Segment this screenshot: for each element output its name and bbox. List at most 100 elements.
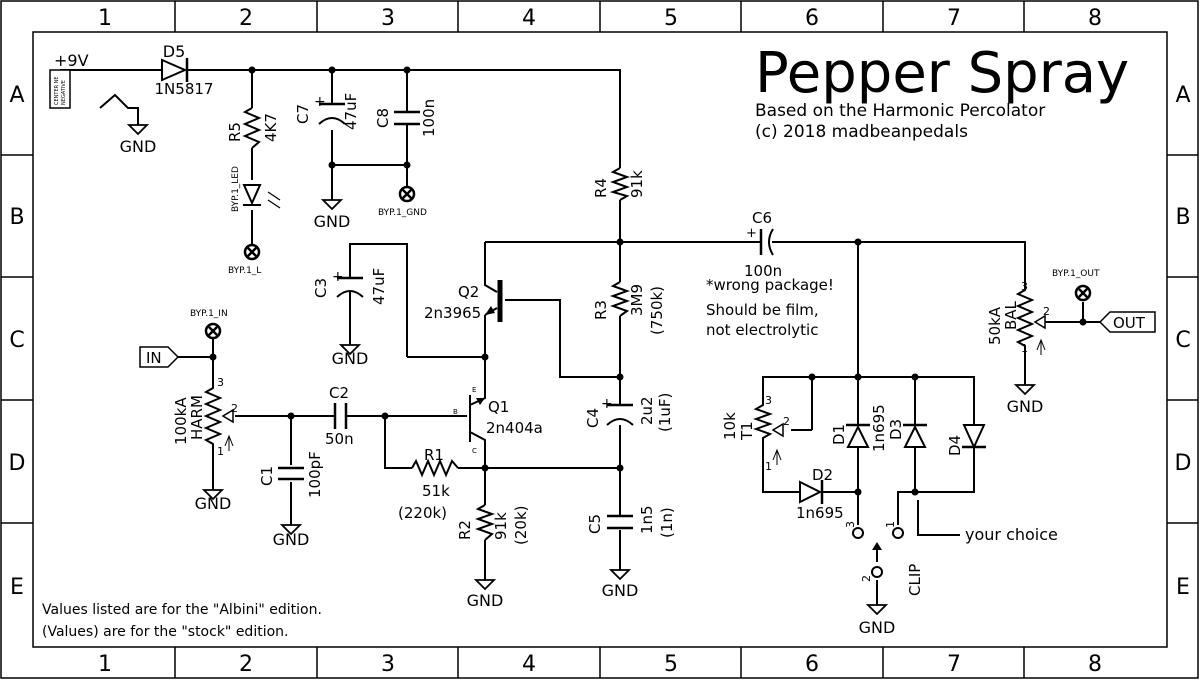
clip-pin-2: 2	[860, 575, 873, 582]
q1-pin-c: C	[472, 447, 477, 455]
c2-ref: C2	[329, 384, 349, 402]
t1-pin-2: 2	[783, 415, 790, 428]
resistor-r4	[609, 167, 630, 201]
grid-row-a: A	[9, 83, 24, 108]
resistor-r5	[242, 107, 262, 149]
diode-d3	[903, 423, 927, 448]
c8-value: 100n	[420, 99, 438, 137]
pad-in-label: BYP.1_IN	[190, 309, 228, 319]
q1-pin-e: E	[472, 386, 476, 394]
d1-value: 1n695	[870, 404, 888, 452]
bal-pin-1: 1	[1021, 342, 1028, 355]
note-film-2: not electrolytic	[706, 321, 818, 339]
trimmer-t1	[753, 400, 784, 465]
bal-ref: BAL	[1002, 300, 1020, 330]
copyright: (c) 2018 madbeanpedals	[755, 122, 968, 142]
c3-ref: C3	[312, 278, 330, 298]
t1-value: 10k	[721, 412, 739, 440]
q1-value: 2n404a	[486, 419, 543, 437]
r5-value: 4K7	[262, 113, 280, 142]
r1-ref: R1	[424, 446, 444, 464]
bal-pin-3: 3	[1021, 280, 1028, 293]
c7-ref: C7	[294, 104, 312, 124]
c4-plus: +	[601, 396, 613, 412]
led-pad-label: BYP.1_LED	[231, 166, 241, 212]
pad-out-icon	[1074, 284, 1092, 302]
r2-stock: (20k)	[512, 506, 530, 545]
grid-row-d-right: D	[1175, 451, 1192, 476]
diode-d1	[846, 423, 870, 448]
d1-ref: D1	[830, 424, 848, 445]
out-label: OUT	[1113, 314, 1146, 332]
c1-value: 100pF	[306, 451, 324, 498]
pad-in-icon	[204, 322, 222, 340]
c6-ref: C6	[752, 209, 772, 227]
junction-dots	[209, 66, 1087, 496]
harm-value: 100kA	[172, 397, 190, 445]
c3-plus: +	[332, 269, 344, 285]
transistor-q2	[485, 280, 503, 322]
note-your-choice: your choice	[965, 525, 1058, 544]
r5-ref: R5	[226, 122, 244, 142]
grid-row-b: B	[9, 205, 24, 230]
pot-harm	[203, 380, 234, 451]
c8-ref: C8	[374, 108, 392, 128]
gnd-label-r2: GND	[467, 591, 504, 610]
diode-d4	[962, 424, 986, 450]
c4-value: 2u2	[638, 396, 656, 425]
grid-row-b-right: B	[1175, 205, 1190, 230]
grid-row-e-right: E	[1176, 575, 1190, 600]
c6-value: 100n	[744, 262, 782, 280]
transistor-q1	[476, 398, 485, 405]
d2-value: 1n695	[796, 504, 844, 522]
gnd-label-bal: GND	[1007, 397, 1044, 416]
capacitor-c4	[606, 403, 634, 426]
grid-col-5: 5	[664, 6, 678, 31]
harm-ref: HARM	[188, 395, 206, 440]
gnd-label-harm: GND	[195, 494, 232, 513]
q1-ref: Q1	[488, 398, 509, 416]
clip-ref: CLIP	[906, 564, 924, 596]
pad-out-label: BYP.1_OUT	[1052, 269, 1100, 279]
pad-icons	[204, 185, 1092, 340]
led-icon	[242, 184, 281, 209]
q2-ref: Q2	[458, 283, 479, 301]
capacitor-c2	[333, 403, 348, 429]
t1-ref: T1	[738, 421, 756, 441]
grid-col-2: 2	[239, 6, 253, 31]
diode-d2	[799, 480, 824, 504]
switch-clip-icon	[852, 527, 904, 578]
c5-value: 1n5	[638, 505, 656, 534]
pot-bal	[1015, 282, 1046, 355]
q2-value: 2n3965	[424, 304, 481, 322]
grid-col-7-bottom: 7	[947, 652, 961, 677]
grid-row-a-right: A	[1175, 83, 1190, 108]
capacitor-c6	[759, 228, 774, 256]
capacitor-c8	[394, 108, 420, 130]
note-albini: Values listed are for the "Albini" editi…	[42, 602, 322, 618]
grid-row-d: D	[9, 451, 26, 476]
gnd-label-c3: GND	[332, 349, 369, 368]
capacitor-c1	[278, 466, 304, 481]
note-film-1: Should be film,	[706, 301, 819, 319]
d4-ref: D4	[946, 435, 964, 456]
c3-value: 47uF	[370, 268, 388, 305]
gnd-label-clip: GND	[859, 618, 896, 637]
resistor-r3	[610, 281, 630, 317]
resistor-r1	[411, 458, 459, 478]
c5-ref: C5	[586, 514, 604, 534]
gnd-label-c5: GND	[602, 581, 639, 600]
r1-stock: (220k)	[398, 504, 447, 522]
grid-row-e: E	[10, 575, 24, 600]
grid-col-1-bottom: 1	[98, 652, 112, 677]
grid-col-4-bottom: 4	[522, 652, 536, 677]
c7-value: 47uF	[342, 93, 360, 130]
d5-ref: D5	[163, 42, 186, 61]
grid-col-7: 7	[947, 6, 961, 31]
r3-ref: R3	[592, 300, 610, 320]
harm-pin-3: 3	[217, 376, 224, 389]
harm-pin-1: 1	[217, 445, 224, 458]
q1-pin-b: B	[453, 408, 458, 416]
note-stock: (Values) are for the "stock" edition.	[42, 624, 288, 640]
